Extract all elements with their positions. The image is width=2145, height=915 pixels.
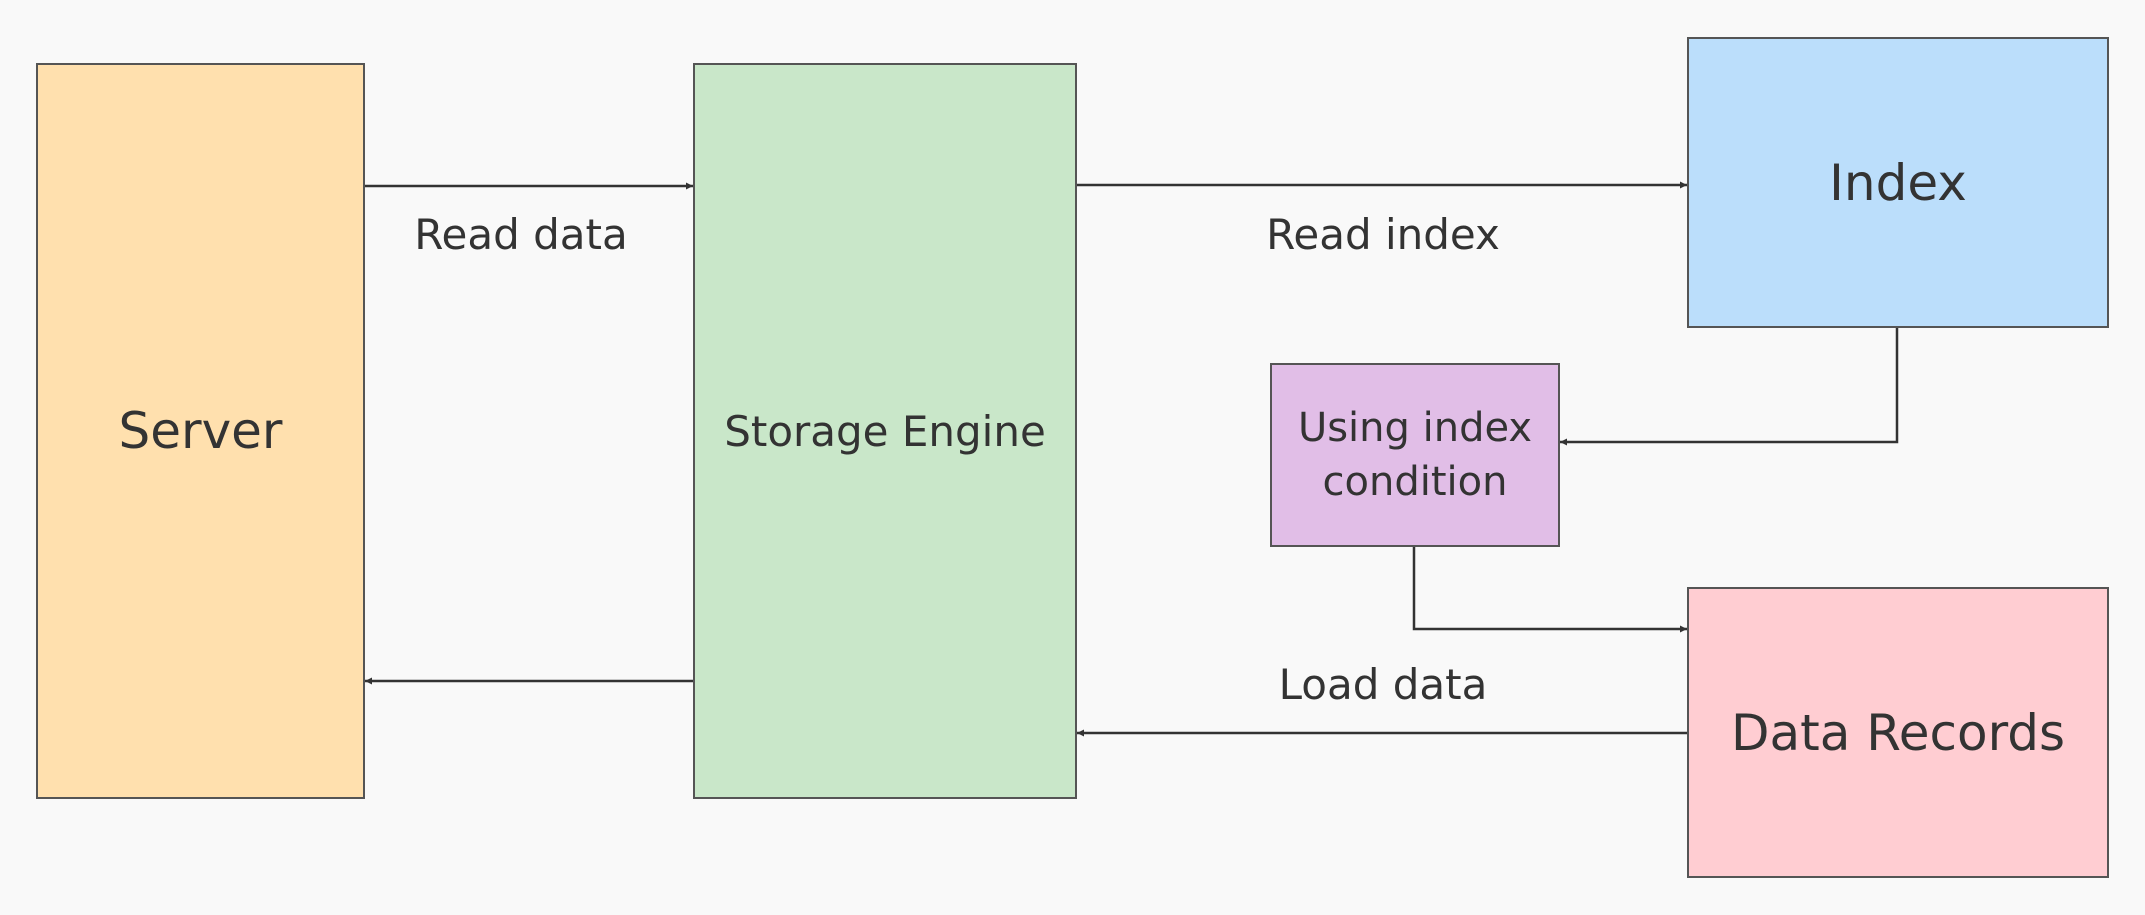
arrow-using-index-condition-to-data-records bbox=[1412, 547, 1687, 633]
arrow-index-to-using-index-condition bbox=[1560, 328, 1899, 446]
index-label: Index bbox=[1829, 153, 1967, 212]
data-records-node: Data Records bbox=[1687, 587, 2109, 878]
storage-engine-node: Storage Engine bbox=[693, 63, 1077, 799]
read-index-label: Read index bbox=[1266, 210, 1500, 259]
using-index-condition-label: Using index condition bbox=[1297, 405, 1533, 505]
server-label: Server bbox=[118, 402, 283, 460]
read-data-label: Read data bbox=[414, 210, 628, 259]
storage-engine-label: Storage Engine bbox=[724, 406, 1046, 456]
server-node: Server bbox=[36, 63, 365, 799]
index-node: Index bbox=[1687, 37, 2109, 328]
data-records-label: Data Records bbox=[1730, 703, 2066, 762]
load-data-label: Load data bbox=[1278, 660, 1488, 709]
using-index-condition-node: Using index condition bbox=[1270, 363, 1560, 547]
